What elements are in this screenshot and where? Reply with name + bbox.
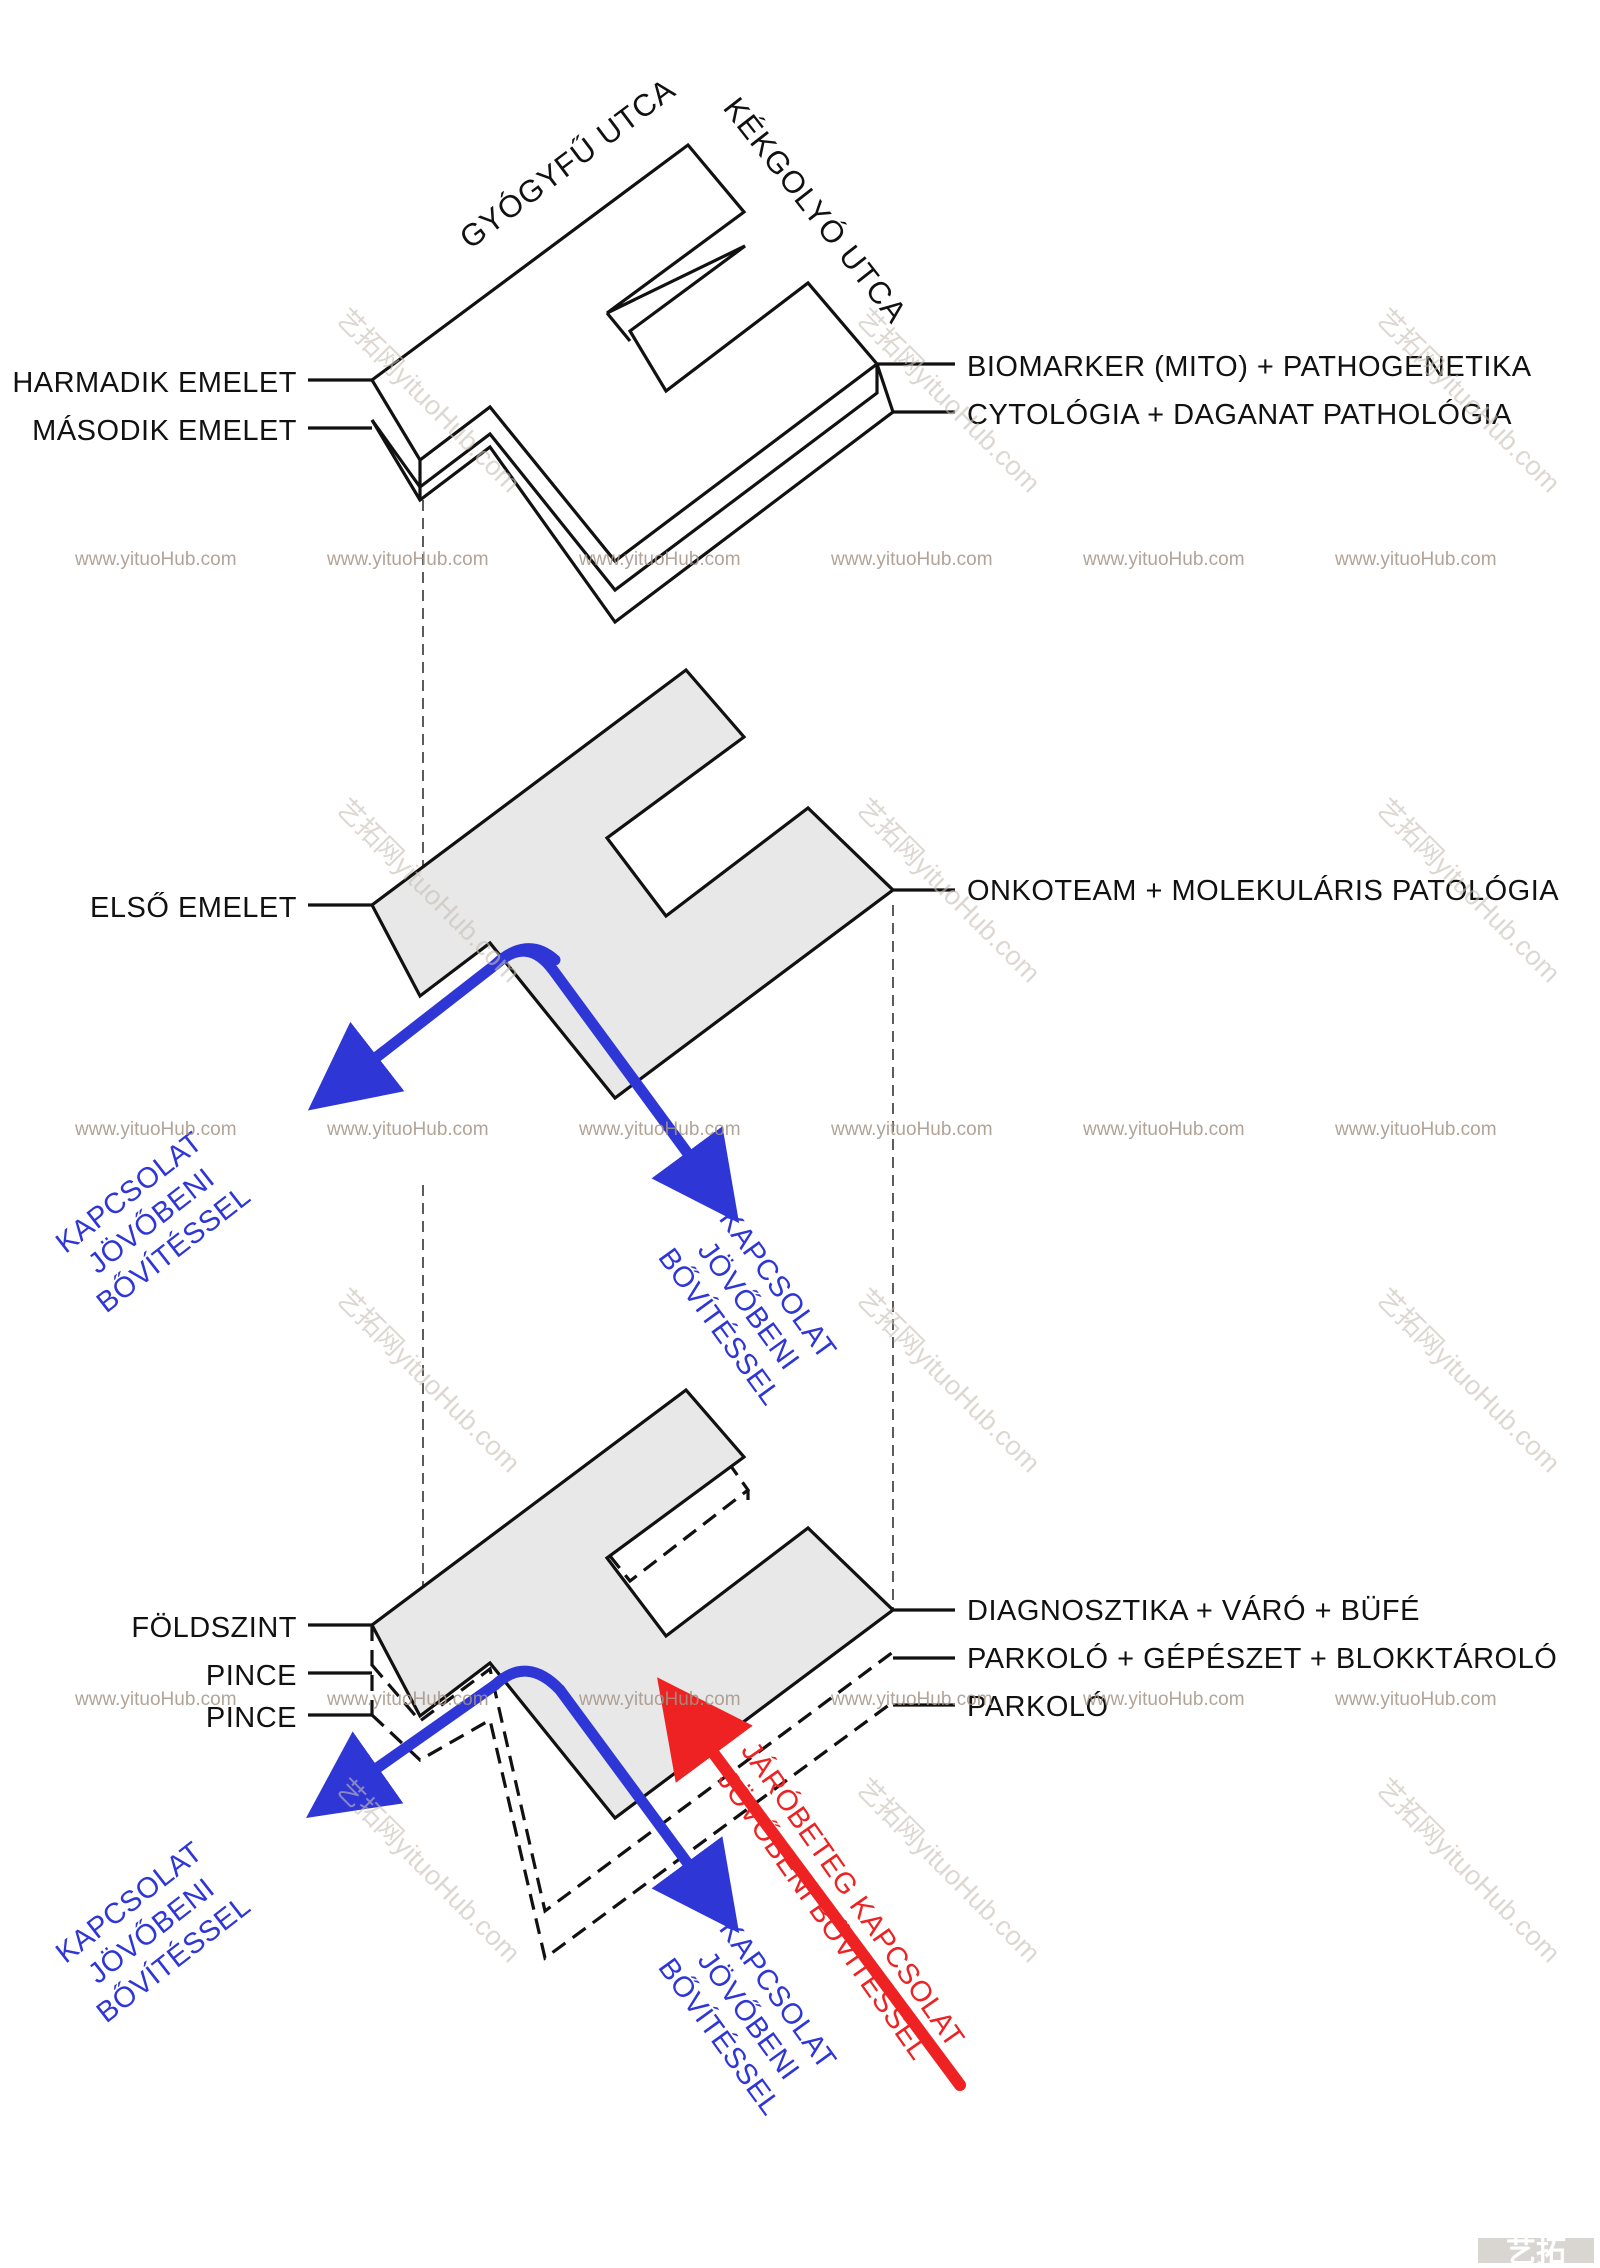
svg-text:www.yituoHub.com: www.yituoHub.com xyxy=(1082,1119,1245,1140)
svg-text:www.yituoHub.com: www.yituoHub.com xyxy=(830,1119,993,1140)
svg-text:www.yituoHub.com: www.yituoHub.com xyxy=(578,1119,741,1140)
svg-text:艺拓网yituoHub.com: 艺拓网yituoHub.com xyxy=(331,303,526,498)
floor-label-elso: ELSŐ EMELET xyxy=(90,891,297,924)
svg-text:艺拓网yituoHub.com: 艺拓网yituoHub.com xyxy=(331,1773,526,1968)
svg-text:www.yituoHub.com: www.yituoHub.com xyxy=(326,549,489,570)
svg-text:艺拓网yituoHub.com: 艺拓网yituoHub.com xyxy=(1371,1283,1566,1478)
function-labels: BIOMARKER (MITO) + PATHOGENETIKA CYTOLÓG… xyxy=(967,351,1559,1723)
blue-arrow-right xyxy=(489,945,740,1224)
red-arrow xyxy=(657,1677,966,2091)
floor-label-harmadik: HARMADIK EMELET xyxy=(12,367,297,399)
svg-text:www.yituoHub.com: www.yituoHub.com xyxy=(326,1119,489,1140)
floor-label-pince-2: PINCE xyxy=(206,1702,297,1734)
blue-arrow-right-ground xyxy=(554,1684,740,1934)
svg-text:www.yituoHub.com: www.yituoHub.com xyxy=(578,549,741,570)
watermark-urls: www.yituoHub.com www.yituoHub.com www.yi… xyxy=(74,549,1497,1710)
svg-text:www.yituoHub.com: www.yituoHub.com xyxy=(1082,549,1245,570)
upper-floors-drawing xyxy=(369,142,895,625)
svg-text:www.yituoHub.com: www.yituoHub.com xyxy=(74,549,237,570)
ground-floor-plan xyxy=(369,1387,896,1821)
third-floor-outline xyxy=(369,142,880,564)
svg-text:艺拓网yituoHub.com: 艺拓网yituoHub.com xyxy=(1371,1773,1566,1968)
svg-text:艺拓网yituoHub.com: 艺拓网yituoHub.com xyxy=(331,1283,526,1478)
svg-text:www.yituoHub.com: www.yituoHub.com xyxy=(74,1119,237,1140)
watermark-logo: 艺拓 xyxy=(1478,2236,1594,2268)
blue-arrow-left-ground xyxy=(489,1665,566,1696)
function-biomarker: BIOMARKER (MITO) + PATHOGENETIKA xyxy=(967,351,1532,383)
dashed-notch xyxy=(608,1461,751,1584)
function-cytologia: CYTOLÓGIA + DAGANAT PATHOLÓGIA xyxy=(967,398,1512,431)
svg-text:www.yituoHub.com: www.yituoHub.com xyxy=(830,549,993,570)
leader-lines xyxy=(308,362,955,1717)
floor-label-foldszint: FÖLDSZINT xyxy=(131,1612,297,1644)
floor-label-masodik: MÁSODIK EMELET xyxy=(32,414,297,447)
function-parkolo: PARKOLÓ xyxy=(967,1690,1109,1723)
svg-text:www.yituoHub.com: www.yituoHub.com xyxy=(1082,1689,1245,1710)
first-floor-drawing xyxy=(369,667,896,1101)
svg-text:www.yituoHub.com: www.yituoHub.com xyxy=(326,1689,489,1710)
street-gyogyfu: GYÓGYFŰ UTCA xyxy=(453,71,682,255)
second-floor-base xyxy=(370,363,895,625)
blue-caption-right-2: KAPCSOLAT JÖVŐBENI BŐVÍTÉSSEL xyxy=(652,1914,843,2122)
first-floor-arrows xyxy=(307,943,740,1224)
floor-label-pince-1: PINCE xyxy=(206,1660,297,1692)
blue-caption-right-1: KAPCSOLAT JÖVŐBENI BŐVÍTÉSSEL xyxy=(652,1204,843,1412)
blue-caption-left-2: KAPCSOLAT JÖVŐBENI BŐVÍTÉSSEL xyxy=(50,1836,257,2029)
svg-text:艺拓网yituoHub.com: 艺拓网yituoHub.com xyxy=(851,1283,1046,1478)
ground-floor-arrows xyxy=(306,1665,966,2091)
function-diagnosztika: DIAGNOSZTIKA + VÁRÓ + BÜFÉ xyxy=(967,1594,1420,1627)
function-parkolo-gepeszet: PARKOLÓ + GÉPÉSZET + BLOKKTÁROLÓ xyxy=(967,1642,1557,1675)
svg-text:www.yituoHub.com: www.yituoHub.com xyxy=(1334,549,1497,570)
function-onkoteam: ONKOTEAM + MOLEKULÁRIS PATOLÓGIA xyxy=(967,874,1559,907)
svg-text:www.yituoHub.com: www.yituoHub.com xyxy=(1334,1689,1497,1710)
first-floor-plan xyxy=(369,667,896,1101)
svg-text:www.yituoHub.com: www.yituoHub.com xyxy=(74,1689,237,1710)
blue-caption-left-1: KAPCSOLAT JÖVŐBENI BŐVÍTÉSSEL xyxy=(50,1126,257,1319)
second-floor-outline xyxy=(370,364,879,593)
svg-text:艺拓: 艺拓 xyxy=(1506,2236,1566,2263)
floor-labels: HARMADIK EMELET MÁSODIK EMELET ELSŐ EMEL… xyxy=(12,367,297,1734)
svg-text:www.yituoHub.com: www.yituoHub.com xyxy=(830,1689,993,1710)
svg-text:www.yituoHub.com: www.yituoHub.com xyxy=(578,1689,741,1710)
svg-text:www.yituoHub.com: www.yituoHub.com xyxy=(1334,1119,1497,1140)
